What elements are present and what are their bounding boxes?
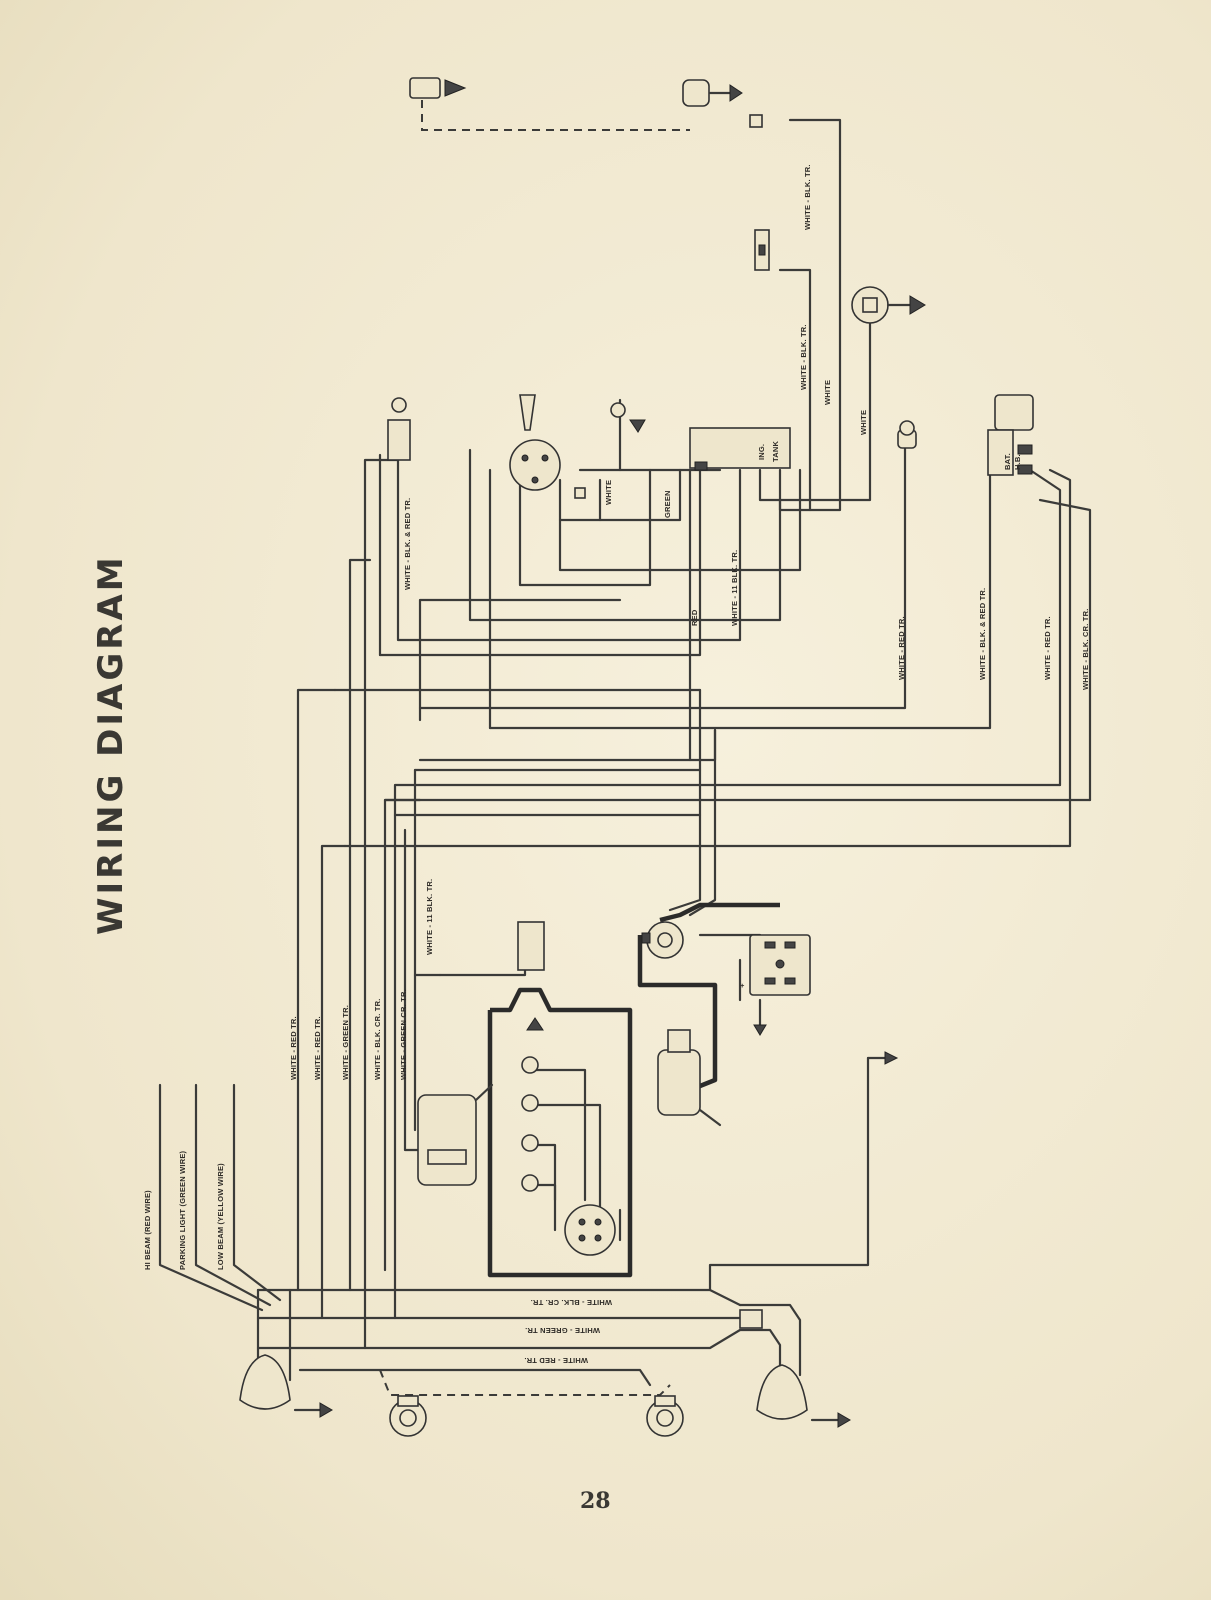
legend-low-beam: LOW BEAM (YELLOW WIRE)	[216, 1163, 225, 1270]
wire-label: WHITE - 11 BLK. TR.	[425, 879, 434, 955]
accessory-horn-icon	[409, 77, 467, 99]
junction-block-icon	[739, 1309, 763, 1329]
gauge-label-ing: ING.	[757, 444, 766, 460]
wire-label: WHITE - BLK. CR. TR.	[1081, 609, 1090, 691]
wire-label: WHITE - GREEN TR.	[341, 1005, 350, 1080]
wire-label: WHITE	[859, 410, 868, 435]
wire-label: WHITE	[604, 480, 613, 505]
wire-label: WHITE - RED TR.	[313, 1016, 322, 1080]
wire-label: WHITE - BLK. & RED TR.	[978, 588, 987, 680]
gauge-label-tank: TANK	[771, 441, 780, 462]
starter-motor-icon	[657, 1029, 722, 1127]
wire-label: WHITE - GREEN CR. TR.	[399, 989, 408, 1080]
ground-terminal-icon	[866, 1051, 899, 1065]
wiring-harness	[256, 100, 1092, 1396]
wire-label: WHITE - BLK. TR.	[803, 164, 812, 230]
terminal-label-hb: H.B.	[1013, 454, 1022, 470]
wire-label: WHITE - BLK. TR.	[799, 324, 808, 390]
fuel-tank-unit-icon	[682, 79, 763, 128]
right-horn-icon	[646, 1395, 684, 1437]
page-number: 28	[580, 1488, 611, 1514]
wire-label: GREEN	[663, 490, 672, 518]
svg-text:+: +	[740, 981, 745, 990]
wire-label: WHITE - RED TR.	[897, 616, 906, 680]
generator-icon	[641, 921, 684, 959]
dash-lamp-icon	[610, 402, 646, 433]
light-switch-icon	[387, 397, 411, 461]
battery-solenoid-icon	[987, 394, 1034, 476]
distributor-icon	[517, 921, 616, 1256]
wire-label: RED	[690, 609, 699, 626]
wire-label: WHITE - BLK. & RED TR.	[403, 498, 412, 590]
ignition-switch-icon	[509, 394, 586, 499]
left-horn-icon	[389, 1395, 427, 1437]
wire-label: WHITE	[823, 380, 832, 405]
wire-label: WHITE - 11 BLK. TR.	[730, 550, 739, 626]
right-headlamp-icon	[756, 1364, 851, 1428]
terminal-label-bat: BAT.	[1003, 453, 1012, 470]
wire-label: WHITE - RED TR.	[524, 1356, 588, 1365]
wire-label: WHITE - BLK. CR. TR.	[373, 999, 382, 1081]
ignition-resistor-icon	[754, 229, 770, 271]
temperature-sender-icon	[851, 286, 926, 324]
ignition-coil-icon	[417, 1083, 494, 1186]
wire-label: WHITE - GREEN TR.	[525, 1326, 600, 1335]
legend-parking-light: PARKING LIGHT (GREEN WIRE)	[178, 1150, 187, 1270]
wire-label: WHITE - BLK. CR. TR.	[531, 1298, 613, 1307]
fuel-gauge-icon	[689, 427, 791, 471]
legend-leaders	[158, 1083, 282, 1312]
legend-hi-beam: HI BEAM (RED WIRE)	[143, 1190, 152, 1270]
page-title: WIRING DIAGRAM	[91, 554, 131, 935]
left-headlamp-icon	[239, 1354, 333, 1418]
oil-lamp-icon	[897, 420, 917, 449]
voltage-regulator-icon: +	[740, 934, 811, 1036]
wire-label: WHITE - RED TR.	[1043, 616, 1052, 680]
wire-label: WHITE - RED TR.	[289, 1016, 298, 1080]
